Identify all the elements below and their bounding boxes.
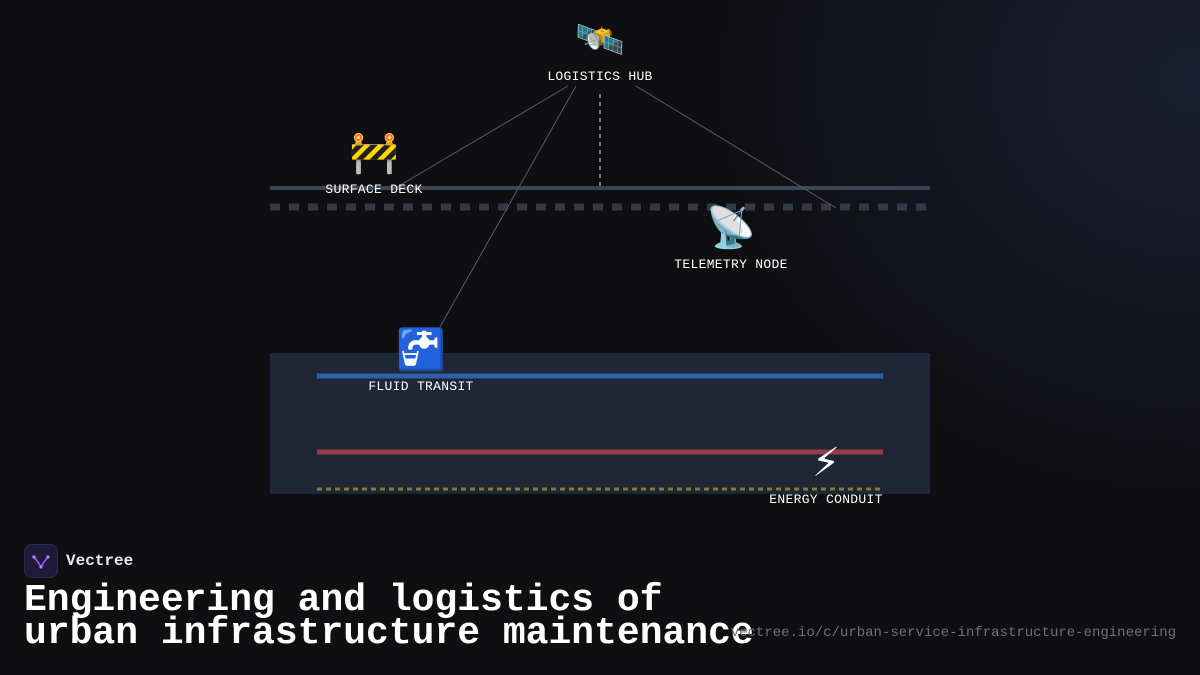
title-line-2: urban infrastructure maintenance [24,612,754,655]
connector-hub-to-telemetry [635,85,837,209]
water-tap-icon: 🚰 [396,327,446,373]
node-energy-conduit: ⚡ ENERGY CONDUIT [769,440,882,507]
connector-hub-to-surface [391,85,569,191]
connector-hub-to-fluid [435,85,577,335]
lightning-icon: ⚡ [811,440,841,486]
title-line-1: Engineering and logistics of [24,579,663,622]
node-label-telemetry: TELEMETRY NODE [674,257,788,272]
node-label-fluid-transit: FLUID TRANSIT [368,379,474,394]
node-surface-deck: 🚧 SURFACE DECK [325,130,422,197]
node-telemetry: 📡 TELEMETRY NODE [674,205,787,272]
satellite-dish-icon: 📡 [706,205,756,251]
node-logistics-hub: 🛰️ LOGISTICS HUB [547,17,652,84]
node-label-surface-deck: SURFACE DECK [325,182,423,197]
brand: Vectree [24,544,133,578]
source-url: vectree.io/c/urban-service-infrastructur… [730,625,1176,641]
node-label-logistics-hub: LOGISTICS HUB [547,69,653,84]
node-label-energy-conduit: ENERGY CONDUIT [769,492,883,507]
page-title: Engineering and logistics of urban infra… [24,582,754,653]
vectree-logo-icon [24,544,58,578]
brand-name: Vectree [66,552,134,570]
satellite-icon: 🛰️ [575,17,625,63]
construction-barrier-icon: 🚧 [349,130,399,176]
node-fluid-transit: 🚰 FLUID TRANSIT [368,327,473,394]
